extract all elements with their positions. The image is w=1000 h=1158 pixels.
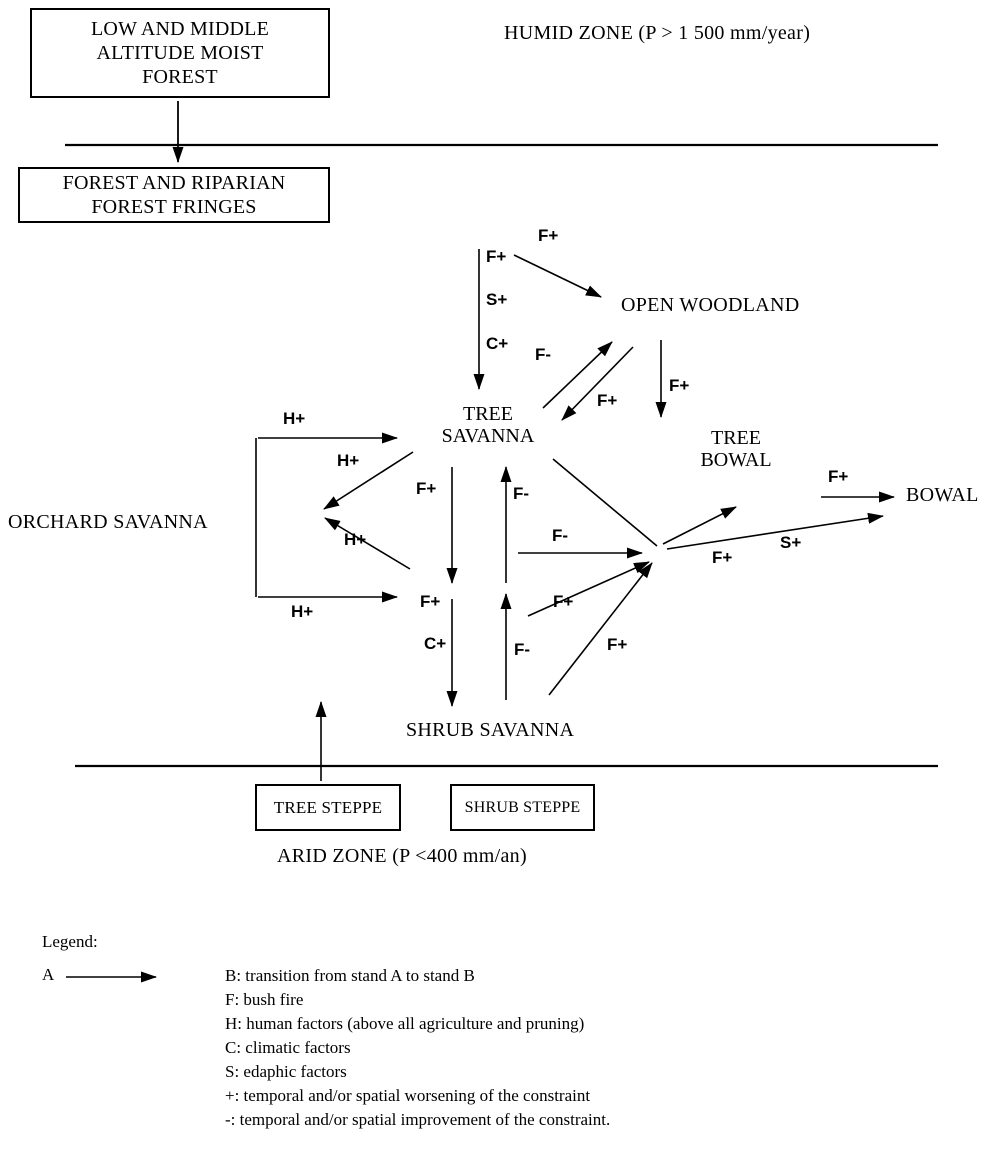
edge-label-mid-fire-minus: F- (552, 526, 569, 545)
legend-example-source: A (42, 965, 55, 984)
edge-label-savanna-to-woodland: F- (535, 345, 552, 364)
box-forest-fringes: FOREST AND RIPARIAN FOREST FRINGES (18, 167, 330, 223)
node-tree-bowal-line1: TREE (711, 427, 761, 449)
node-tree-bowal-line2: BOWAL (700, 449, 772, 471)
arrow-into-open-woodland (513, 254, 602, 298)
edge-label-human-mid-upper: H+ (337, 451, 360, 470)
edge-label-mid-fire-plus: F+ (553, 592, 574, 611)
node-tree-savanna: TREE SAVANNA (430, 403, 546, 447)
edge-label-woodland-to-tree-bowal: F+ (669, 376, 690, 395)
legend-title: Legend: (42, 932, 98, 951)
box-tree-steppe: TREE STEPPE (255, 784, 401, 831)
box-tree-steppe-label: TREE STEPPE (273, 797, 383, 817)
node-bowal: BOWAL (906, 484, 979, 506)
box-shrub-steppe-label: SHRUB STEPPE (464, 798, 581, 816)
edge-label-tree-savanna-down-fire: F+ (416, 479, 437, 498)
edge-label-up-to-tree-savanna: F- (513, 484, 530, 503)
arrow-mid-fire-plus (527, 561, 650, 617)
node-open-woodland: OPEN WOODLAND (621, 294, 800, 316)
arrow-junction-to-tree-bowal (662, 506, 737, 545)
edge-label-up-from-shrub: F- (514, 640, 531, 659)
arrow-savanna-to-orchard-lower (324, 517, 411, 570)
box-forest-fringes-line2: FOREST FRINGES (91, 196, 257, 218)
tree-savanna-to-junction-line (552, 458, 658, 547)
node-tree-bowal: TREE BOWAL (692, 427, 780, 471)
legend-item-human: H: human factors (above all agriculture … (225, 1014, 585, 1033)
box-moist-forest-line1: LOW AND MIDDLE (91, 18, 269, 40)
arrow-savanna-to-woodland (542, 341, 613, 409)
edge-label-shrub-to-bowal: F+ (607, 635, 628, 654)
edge-label-human-bottom: H+ (291, 602, 314, 621)
legend-item-plus: +: temporal and/or spatial worsening of … (225, 1086, 591, 1105)
arrow-woodland-to-savanna (561, 346, 634, 421)
edge-label-down-to-shrub-climate: C+ (424, 634, 447, 653)
box-forest-fringes-line1: FOREST AND RIPARIAN (62, 172, 286, 194)
node-tree-savanna-line2: SAVANNA (441, 425, 535, 447)
legend-items: B: transition from stand A to stand B F:… (225, 964, 610, 1132)
legend-item-climatic: C: climatic factors (225, 1038, 351, 1057)
node-orchard-savanna: ORCHARD SAVANNA (8, 511, 208, 533)
node-shrub-savanna: SHRUB SAVANNA (406, 719, 575, 741)
edge-label-column-climatic: C+ (486, 334, 509, 353)
edge-label-to-bowal-fire: F+ (712, 548, 733, 567)
edge-label-down-to-shrub-fire: F+ (420, 592, 441, 611)
arid-zone-label: ARID ZONE (P <400 mm/an) (277, 845, 527, 867)
arrow-savanna-to-orchard-upper (323, 451, 414, 510)
edge-label-column-fire: F+ (486, 247, 507, 266)
box-moist-forest: LOW AND MIDDLE ALTITUDE MOIST FOREST (30, 8, 330, 98)
humid-zone-label: HUMID ZONE (P > 1 500 mm/year) (504, 22, 811, 44)
box-moist-forest-line2: ALTITUDE MOIST (96, 42, 264, 64)
box-moist-forest-line3: FOREST (142, 66, 218, 88)
box-shrub-steppe: SHRUB STEPPE (450, 784, 595, 831)
edge-label-human-mid-lower: H+ (344, 530, 367, 549)
arrow-shrub-to-junction (548, 562, 653, 696)
edge-label-to-bowal-edaphic: S+ (780, 533, 802, 552)
legend-item-transition: B: transition from stand A to stand B (225, 966, 475, 985)
arrow-junction-to-bowal (666, 512, 884, 550)
legend-item-fire: F: bush fire (225, 990, 304, 1009)
node-tree-savanna-line1: TREE (463, 403, 513, 425)
legend-item-minus: -: temporal and/or spatial improvement o… (225, 1110, 611, 1129)
edge-label-into-open-woodland: F+ (538, 226, 559, 245)
legend-item-edaphic: S: edaphic factors (225, 1062, 347, 1081)
edge-label-woodland-to-savanna: F+ (597, 391, 618, 410)
edge-label-into-bowal: F+ (828, 467, 849, 486)
edge-label-column-edaphic: S+ (486, 290, 508, 309)
edge-label-human-top: H+ (283, 409, 306, 428)
